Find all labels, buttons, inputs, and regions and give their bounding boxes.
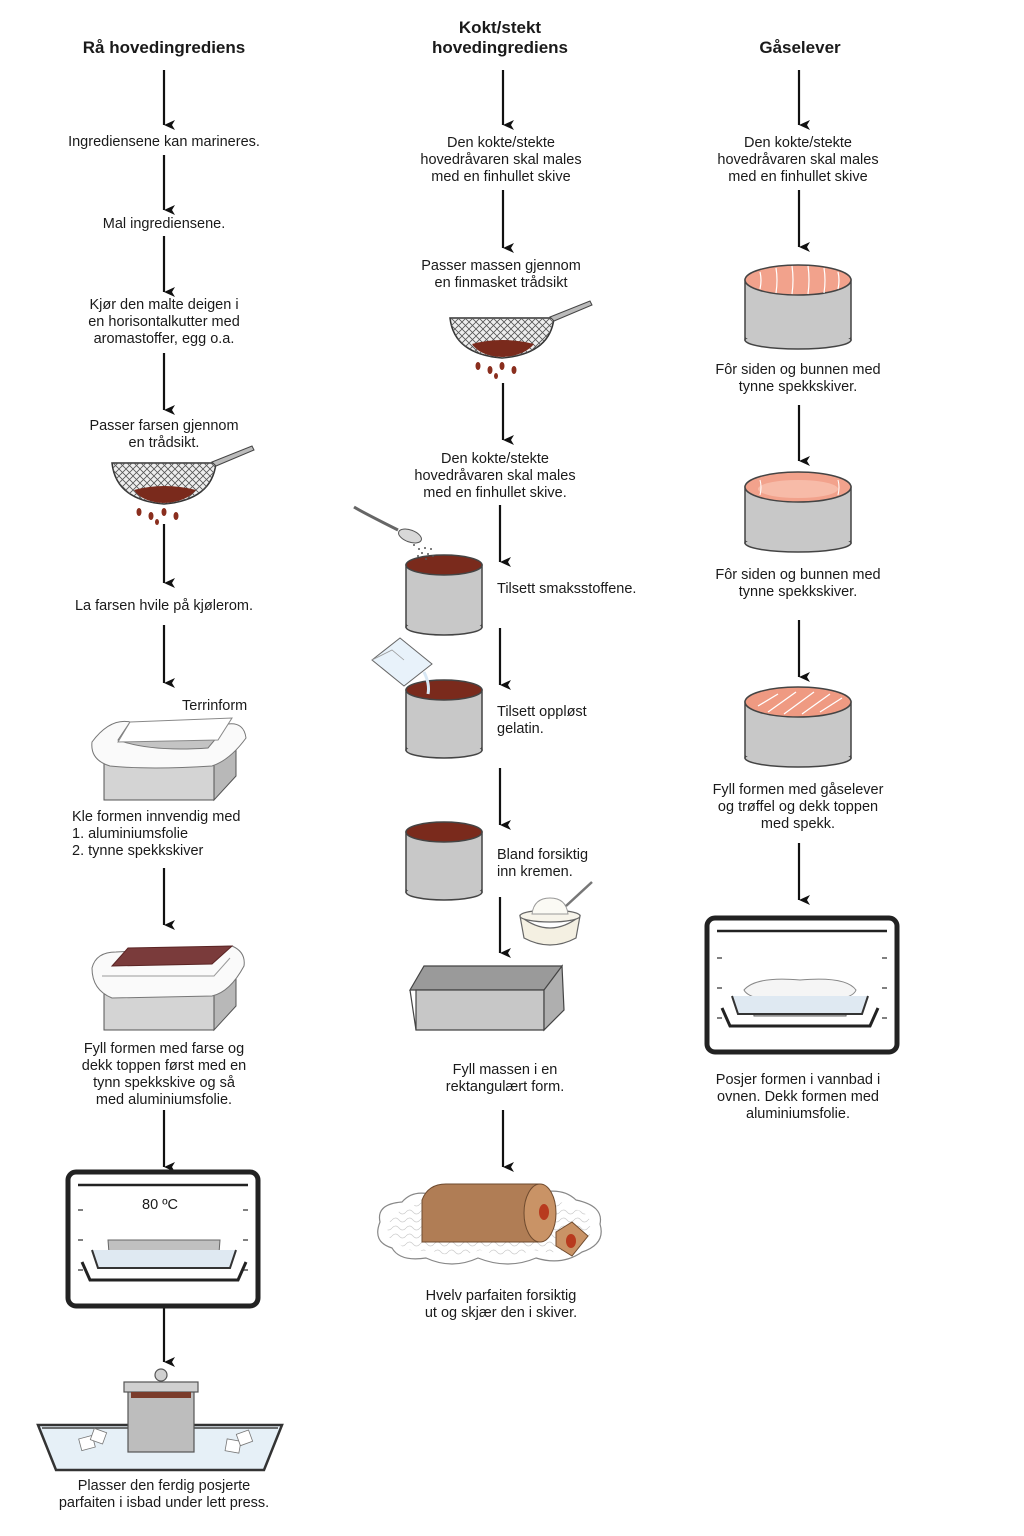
step-raw-5: La farsen hvile på kjølerom. [74, 598, 254, 614]
step-raw-6: Kle formen innvendig med 1. aluminiumsfo… [72, 809, 241, 859]
step-raw-7: Fyll formen med farse og dekk toppen før… [81, 1041, 247, 1108]
mold-label: Terrinform [182, 698, 248, 714]
cylinder-lined-1 [744, 264, 852, 350]
step-raw-8: Plasser den ferdig posjerte parfaiten i … [58, 1478, 270, 1511]
pot-cream [405, 821, 483, 901]
rectangular-form [408, 964, 565, 1032]
step-cooked-3: Den kokte/stekte hovedråvaren skal males… [414, 451, 576, 501]
ice-bath [36, 1368, 284, 1472]
strainer-col1 [111, 445, 255, 525]
plate-pate [377, 1183, 602, 1265]
step-cooked-5: Tilsett oppløst gelatin. [497, 704, 587, 737]
pot-spices [353, 505, 483, 636]
step-liver-1: Den kokte/stekte hovedråvaren skal males… [717, 135, 879, 185]
step-cooked-6: Bland forsiktig inn kremen. [497, 847, 589, 880]
step-liver-4: Fyll formen med gåselever og trøffel og … [712, 782, 884, 832]
terrine-mold-filled [91, 945, 245, 1032]
step-cooked-7: Fyll massen i en rektangulært form. [445, 1062, 565, 1095]
step-liver-2: Fôr siden og bunnen med tynne spekkskive… [715, 362, 881, 395]
step-raw-4: Passer farsen gjennom en trådsikt. [89, 418, 239, 451]
terrine-mold-foil [91, 717, 247, 802]
heading-raw-ingredient: Rå hovedingrediens [82, 38, 246, 57]
step-cooked-4: Tilsett smaksstoffene. [497, 581, 637, 597]
cylinder-lined-2 [744, 471, 852, 553]
heading-cooked-ingredient: Kokt/stekt hovedingrediens [431, 18, 569, 57]
step-raw-1: Ingrediensene kan marineres. [68, 134, 260, 150]
oven-col3 [704, 915, 900, 1055]
step-cooked-8: Hvelv parfaiten forsiktig ut og skjær de… [424, 1288, 578, 1321]
pot-gelatin [371, 637, 483, 759]
oven-col1 [65, 1169, 261, 1309]
step-cooked-1: Den kokte/stekte hovedråvaren skal males… [420, 135, 582, 185]
heading-goose-liver: Gåselever [759, 38, 841, 57]
cream-bowl [519, 881, 593, 946]
oven-temperature: 80 ºC [142, 1197, 178, 1213]
step-liver-5: Posjer formen i vannbad i ovnen. Dekk fo… [715, 1072, 881, 1122]
step-raw-2: Mal ingrediensene. [102, 216, 226, 232]
strainer-col2 [449, 300, 593, 379]
cylinder-filled [744, 686, 852, 768]
step-liver-3: Fôr siden og bunnen med tynne spekkskive… [715, 567, 881, 600]
col2-arrows [498, 70, 514, 1172]
step-raw-3: Kjør den malte deigen i en horisontalkut… [88, 297, 240, 347]
step-cooked-2: Passer massen gjennom en finmasket tråds… [421, 258, 581, 291]
